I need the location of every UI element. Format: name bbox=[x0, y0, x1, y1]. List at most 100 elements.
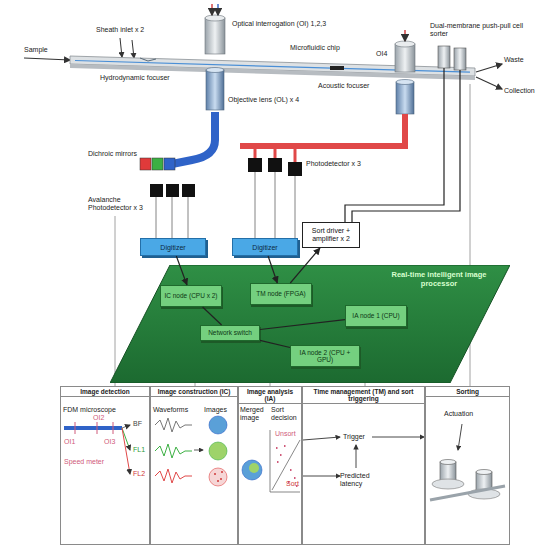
stage-panel: Sorting bbox=[425, 386, 510, 545]
platform-shape bbox=[110, 265, 510, 383]
node-title: IA node 2 (CPU + GPU) bbox=[293, 349, 357, 363]
sample-arrow bbox=[24, 58, 70, 60]
trigger-arrow bbox=[372, 437, 424, 438]
panel-label: Actuation bbox=[444, 410, 473, 418]
part-label: Dual-membrane push-pull cell sorter bbox=[430, 22, 530, 38]
fl1-arrow bbox=[122, 428, 130, 450]
fl2-arrow bbox=[122, 428, 130, 474]
avalanche-photodetector bbox=[150, 184, 163, 197]
latency-arrow bbox=[303, 476, 340, 477]
digitizer-box: Digitizer bbox=[232, 238, 298, 256]
objective-lens bbox=[396, 82, 414, 114]
photodetector bbox=[268, 158, 282, 172]
compute-node: TM node (FPGA) bbox=[250, 283, 312, 305]
waveform bbox=[155, 444, 192, 458]
dichroic-mirror bbox=[164, 158, 175, 170]
signal-wire bbox=[255, 172, 295, 238]
part-label: Photodetector x 3 bbox=[306, 160, 361, 168]
part-label: Hydrodynamic focuser bbox=[100, 74, 170, 82]
part-label: Sample bbox=[24, 46, 48, 54]
compute-node: IA node 1 (CPU) bbox=[345, 305, 407, 327]
node-title: Digitizer bbox=[252, 244, 277, 251]
waveform bbox=[155, 418, 192, 432]
node-title: Network switch bbox=[208, 329, 252, 336]
oi4-cylinder bbox=[395, 44, 415, 72]
latency-arrow bbox=[356, 445, 357, 468]
waste-arrow bbox=[476, 64, 502, 72]
photodetector bbox=[288, 162, 302, 176]
sorter-membrane bbox=[454, 48, 466, 70]
part-label: Collection bbox=[504, 87, 535, 95]
panel-label: Merged image bbox=[240, 406, 270, 422]
decision-arrow bbox=[303, 437, 340, 440]
panel-label: OI1 bbox=[64, 438, 75, 446]
laser-arrow bbox=[404, 30, 405, 41]
objective-lens bbox=[206, 70, 224, 110]
collection-arrow bbox=[476, 77, 502, 89]
actuation-arrow bbox=[458, 424, 462, 450]
decision-boundary bbox=[272, 440, 300, 490]
panel-label: FL2 bbox=[133, 470, 145, 478]
part-label: Dichroic mirrors bbox=[88, 150, 138, 158]
node-title: Sorting bbox=[426, 387, 509, 397]
interrogation-tick bbox=[75, 422, 113, 434]
fl1-image bbox=[209, 442, 227, 460]
panel-label: Sort bbox=[286, 480, 299, 488]
sheath-arrow bbox=[120, 38, 122, 57]
sorter-membrane bbox=[438, 46, 450, 68]
fl2-image bbox=[209, 468, 227, 486]
photodetector bbox=[248, 158, 262, 172]
compute-node: IC node (CPU x 2) bbox=[160, 285, 222, 307]
panel-label: OI2 bbox=[93, 414, 104, 422]
plot-axes bbox=[270, 430, 300, 492]
panel-label: BF bbox=[133, 420, 142, 428]
digitizer-box: Digitizer bbox=[140, 238, 206, 256]
merged-image-overlay bbox=[249, 463, 259, 473]
panel-label: Trigger bbox=[343, 433, 365, 441]
network-switch: Network switch bbox=[200, 325, 260, 341]
node-title: Sort driver + amplifier x 2 bbox=[304, 227, 358, 243]
stage-panel: Time management (TM) and sort triggering bbox=[302, 386, 425, 545]
bf-arrow bbox=[122, 425, 130, 428]
node-title: Image detection bbox=[61, 387, 149, 397]
fl2-spots bbox=[214, 472, 223, 481]
red-beam bbox=[274, 146, 277, 158]
sorter-drawing-top bbox=[476, 470, 492, 475]
node-title: Digitizer bbox=[160, 244, 185, 251]
part-label: Acoustic focuser bbox=[318, 82, 369, 90]
dichroic-mirror bbox=[140, 158, 151, 170]
panel-label: FDM microscope bbox=[63, 406, 116, 414]
panel-label: Unsort bbox=[275, 430, 296, 438]
node-title: Real-time intelligent image processor bbox=[378, 271, 500, 288]
node-title: IA node 1 (CPU) bbox=[352, 312, 399, 319]
construction-arrow bbox=[194, 450, 203, 451]
panel-label: OI3 bbox=[104, 438, 115, 446]
signal-wire bbox=[156, 197, 188, 238]
node-title: Image construction (IC) bbox=[151, 387, 237, 397]
sort-driver-box: Sort driver + amplifier x 2 bbox=[302, 222, 360, 248]
node-title: Time management (TM) and sort triggering bbox=[303, 387, 424, 404]
oi4-cylinder-top bbox=[395, 41, 415, 47]
part-label: Microfluidic chip bbox=[290, 44, 340, 52]
panel-label: Images bbox=[204, 406, 227, 414]
bf-image bbox=[209, 416, 227, 434]
laser-arrow bbox=[211, 4, 212, 15]
hydrodynamic-focuser bbox=[140, 58, 156, 61]
processor-platform: Real-time intelligent image processor IC … bbox=[110, 265, 510, 383]
red-beam bbox=[240, 114, 405, 146]
avalanche-photodetector bbox=[166, 184, 179, 197]
panel-label: FL1 bbox=[133, 446, 145, 454]
compute-node: IA node 2 (CPU + GPU) bbox=[290, 345, 360, 367]
part-label: OI4 bbox=[376, 50, 387, 58]
laser-arrow bbox=[217, 4, 218, 15]
panel-label: Sort decision bbox=[271, 406, 301, 422]
node-title: Image analysis (IA) bbox=[239, 387, 301, 404]
avalanche-photodetector bbox=[182, 184, 195, 197]
part-label: Sheath inlet x 2 bbox=[96, 26, 144, 34]
drive-wire bbox=[345, 68, 460, 222]
node-title: TM node (FPGA) bbox=[256, 290, 305, 297]
dichroic-mirror bbox=[152, 158, 163, 170]
part-label: Avalanche Photodetector x 3 bbox=[88, 196, 146, 212]
part-label: Objective lens (OL) x 4 bbox=[228, 96, 299, 104]
